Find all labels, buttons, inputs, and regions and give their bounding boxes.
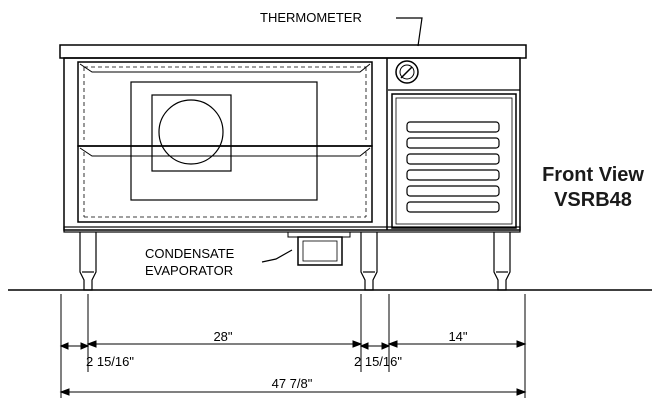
arrowhead (359, 342, 369, 350)
drawer-top (77, 61, 373, 147)
arrowhead (516, 340, 527, 348)
arrowhead (59, 388, 70, 396)
legs (79, 232, 511, 291)
arrowhead (59, 342, 69, 350)
drawer-bottom (77, 145, 373, 223)
louver-slot (406, 153, 500, 165)
louver-slot (406, 121, 500, 133)
extension-lines (60, 294, 526, 398)
louver-slot (406, 201, 500, 213)
fan-housing (151, 94, 232, 172)
thermometer-needle (400, 66, 413, 79)
condensate-label-line1: CONDENSATE (145, 246, 235, 261)
dimension-overall (59, 388, 527, 396)
cabinet-body (63, 57, 521, 231)
drawer-bottom-hidden-lines (83, 152, 367, 218)
thermometer-leader-line (396, 17, 423, 47)
dimension-28 (86, 340, 363, 348)
cabinet (59, 44, 527, 233)
compressor-section (388, 60, 520, 229)
arrowhead (80, 342, 90, 350)
dimension-mid-offset (359, 342, 391, 350)
louver-panel-inner (395, 97, 513, 225)
arrowhead (381, 342, 391, 350)
louver-panel (391, 93, 517, 229)
worktop (59, 44, 527, 59)
dimension-compressor-width-label: 14" (448, 329, 467, 344)
fan-icon (158, 99, 224, 165)
louver-slot (406, 169, 500, 181)
dimension-overall-width-label: 47 7/8" (272, 376, 313, 391)
evaporator-housing (130, 81, 318, 201)
condensate-pan-inner (302, 240, 338, 262)
dimension-drawer-width-label: 28" (213, 329, 232, 344)
drawer-top-front (77, 61, 373, 147)
leg-right (493, 232, 511, 291)
leg-left (79, 232, 97, 291)
arrowhead (352, 340, 363, 348)
drawer-top-handle (79, 63, 371, 73)
thermometer-label: THERMOMETER (260, 10, 362, 25)
view-title: Front View (542, 164, 644, 186)
drawer-top-hidden-lines (83, 66, 367, 140)
louver-slot (406, 185, 500, 197)
condensate-evaporator (287, 231, 351, 266)
condensate-pan (297, 236, 343, 266)
thermometer-dial-icon (395, 60, 419, 84)
drawer-bottom-front (77, 145, 373, 223)
dimension-left-offset (59, 342, 90, 350)
thermometer-dial-inner (399, 64, 415, 80)
condensate-label-line2: EVAPORATOR (145, 263, 233, 278)
evaporator-frame (130, 81, 318, 201)
model-number: VSRB48 (554, 189, 632, 211)
leg-middle (360, 232, 378, 291)
louver-slot (406, 137, 500, 149)
arrowhead (387, 340, 398, 348)
dimension-mid-offset-label: 2 15/16" (354, 354, 402, 369)
dimension-14 (387, 340, 527, 348)
condensate-leader-line (261, 249, 293, 263)
drawer-bottom-handle (79, 147, 371, 157)
dimension-left-offset-label: 2 15/16" (86, 354, 134, 369)
arrowhead (516, 388, 527, 396)
arrowhead (86, 340, 97, 348)
